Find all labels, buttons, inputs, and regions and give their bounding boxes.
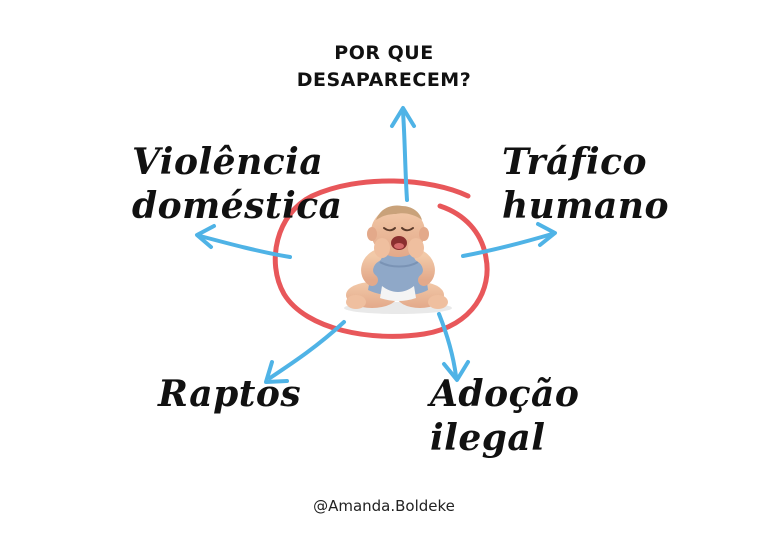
arrow-left [195,224,292,259]
arrows [195,106,557,384]
arrow-right [461,222,557,258]
cause-kidnapping-line-1: Raptos [158,373,302,415]
arrow-up [390,106,416,202]
crying-baby-image [344,205,452,314]
cause-kidnapping: Raptos [158,372,301,416]
red-circle [272,178,490,339]
cause-human-trafficking-line-2: humano [502,185,669,227]
title-line-1: POR QUE [334,42,434,64]
cause-domestic-violence-line-1: Violência [132,141,324,183]
cause-illegal-adoption-line-1: Adoção [430,373,580,415]
arrow-down-right [437,312,470,382]
cause-domestic-violence: Violência doméstica [132,140,343,228]
diagram-title: POR QUE DESAPARECEM? [0,40,768,94]
author-credit: @Amanda.Boldeke [313,497,455,515]
arrow-down-left [264,320,346,384]
cause-illegal-adoption: Adoção ilegal [430,372,579,460]
cause-illegal-adoption-line-2: ilegal [430,417,546,459]
cause-domestic-violence-line-2: doméstica [132,185,343,227]
cause-human-trafficking: Tráfico humano [502,140,669,228]
cause-human-trafficking-line-1: Tráfico [502,141,648,183]
title-line-2: DESAPARECEM? [296,69,472,91]
